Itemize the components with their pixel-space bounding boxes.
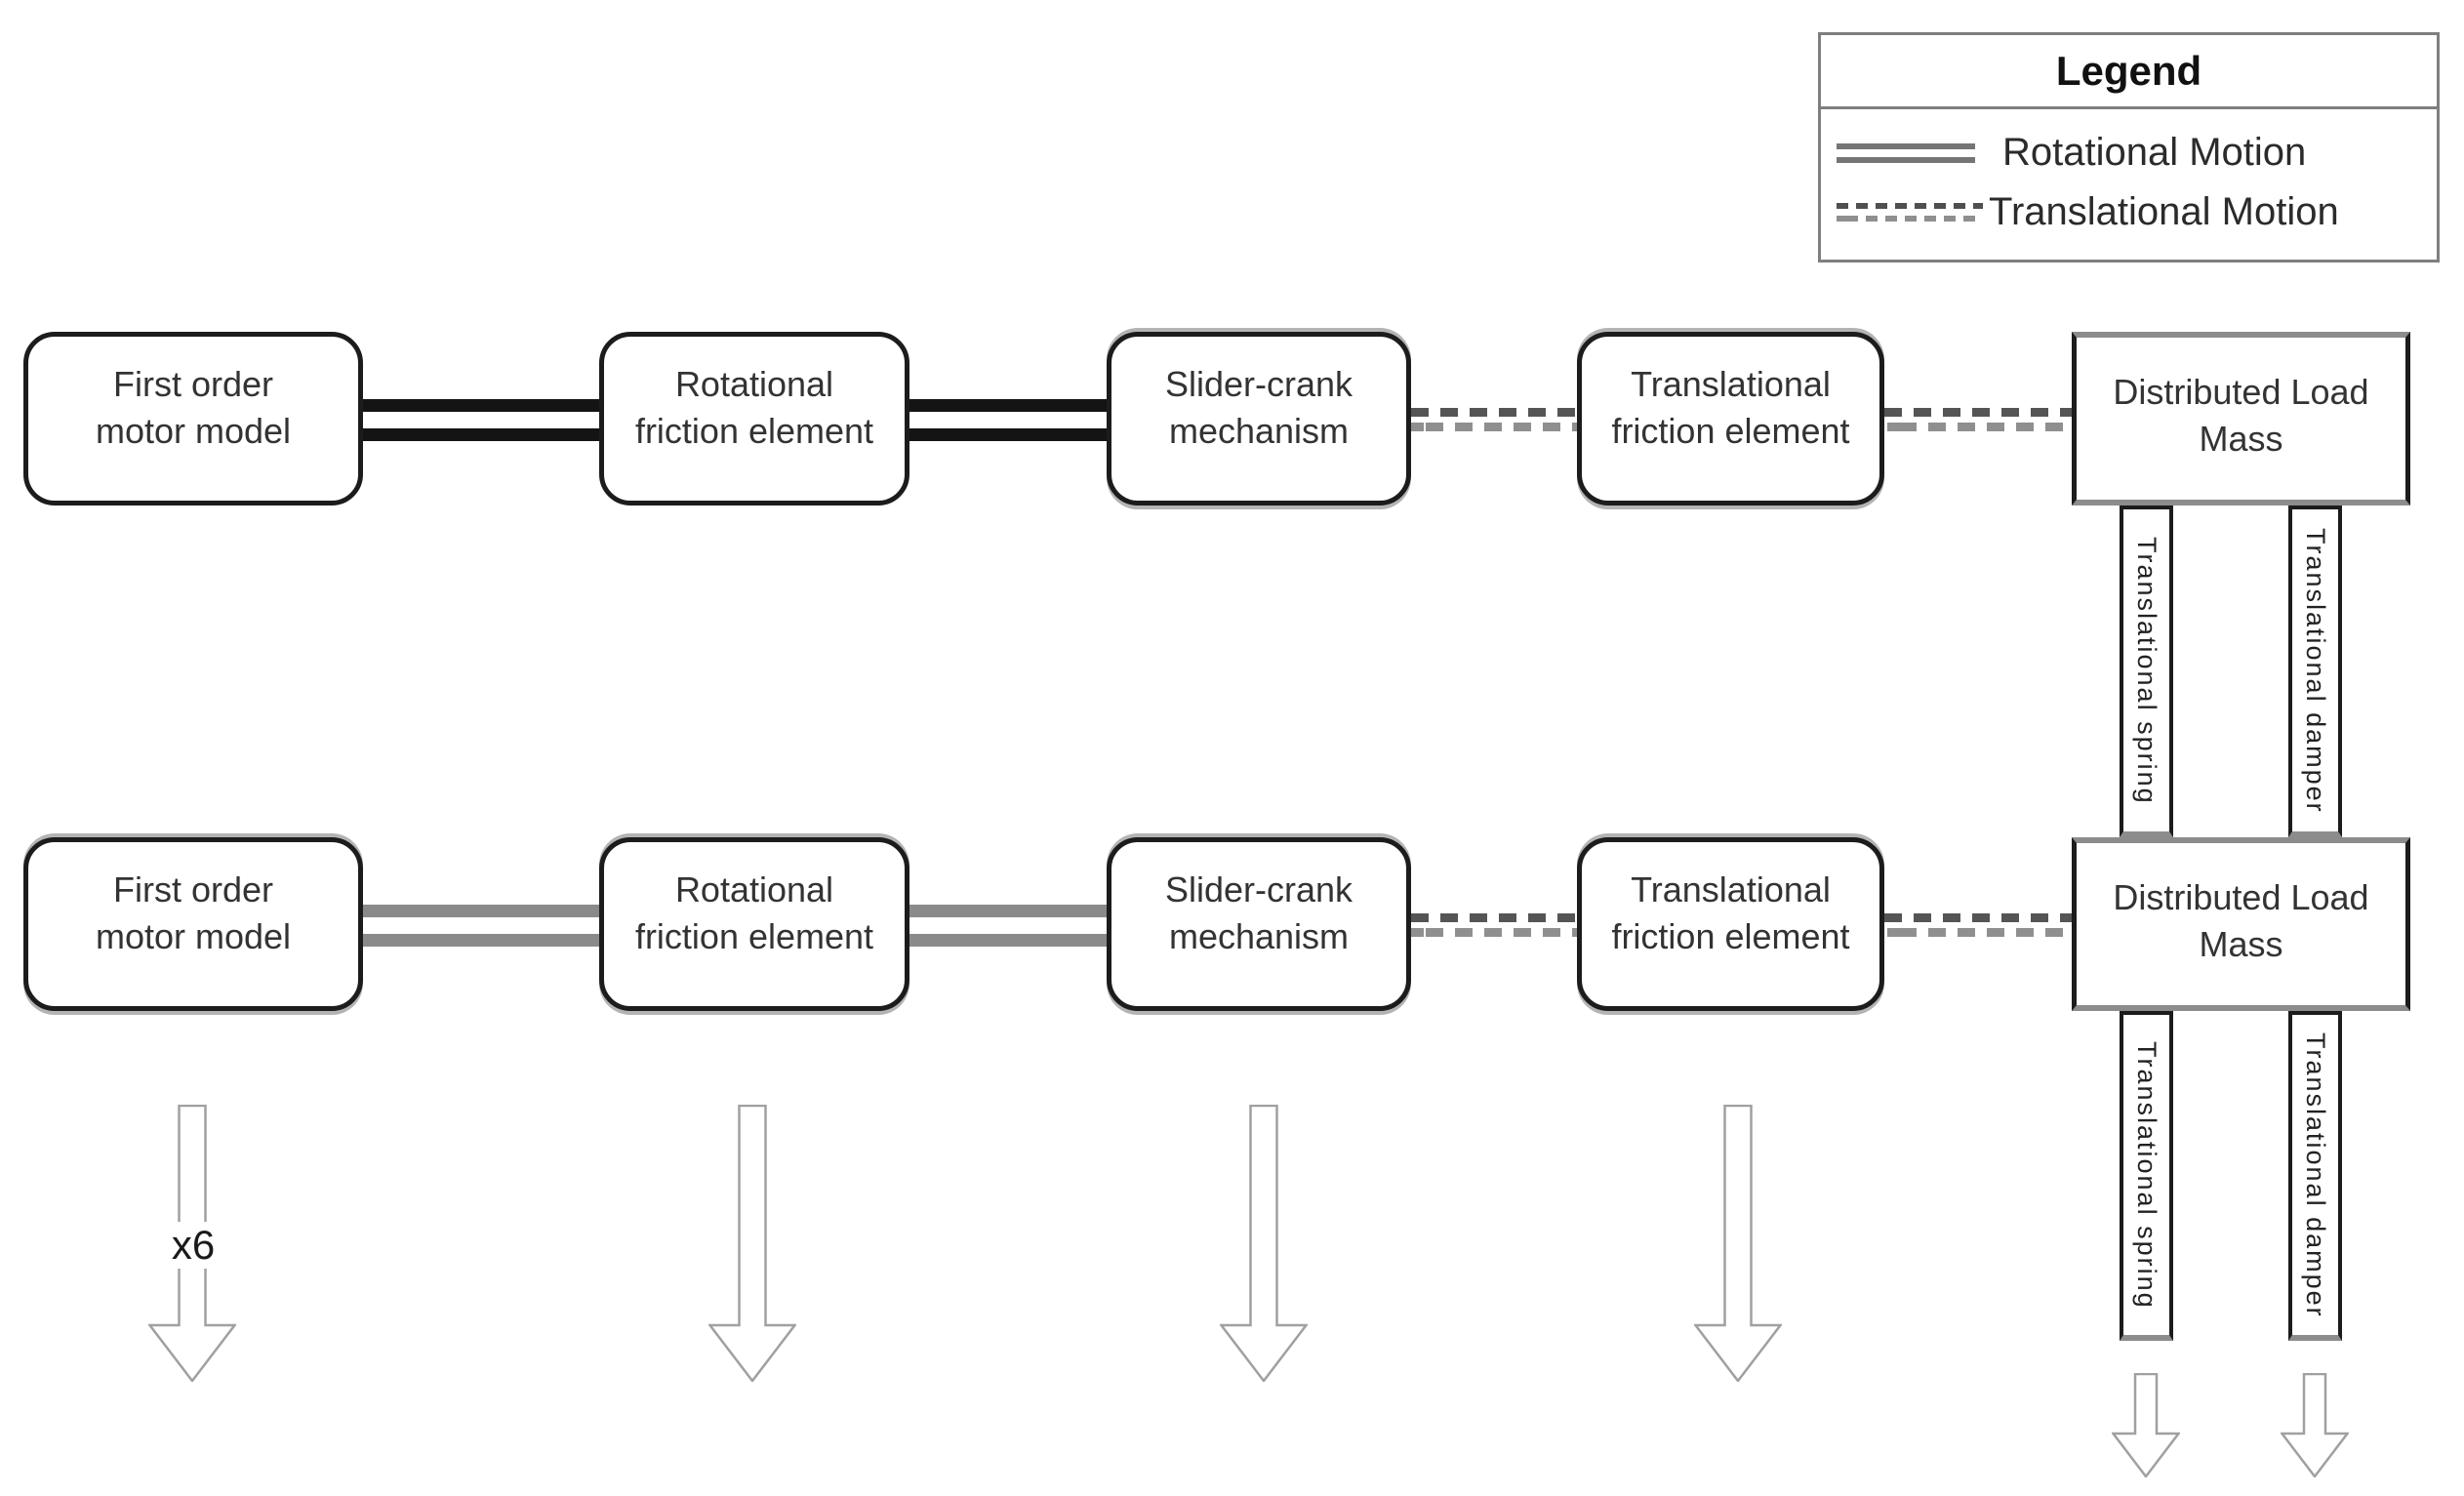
translational-damper-bar-top: Translational damper	[2288, 505, 2342, 837]
connector-rotational-row2-motor-friction	[363, 905, 599, 947]
block-distributed-load-mass-row2: Distributed Load Mass	[2072, 837, 2410, 1011]
legend-items: Rotational Motion Translational Motion	[1821, 109, 2437, 260]
connector-rotational-row1-friction-slider	[909, 399, 1107, 441]
block-label: Translational friction element	[1611, 869, 1850, 956]
rotational-motion-line-icon	[1837, 142, 1975, 163]
vbar-label: Translational damper	[2301, 527, 2330, 814]
block-rotational-friction-element-row1: Rotational friction element	[599, 332, 909, 505]
block-slider-crank-mechanism-row2: Slider-crank mechanism	[1107, 837, 1411, 1011]
legend-title: Legend	[1821, 35, 2437, 109]
connector-translational-row2-slider-friction	[1411, 913, 1577, 937]
block-translational-friction-element-row1: Translational friction element	[1577, 332, 1884, 505]
connector-translational-row1-friction-mass	[1884, 408, 2072, 431]
down-arrow-icon-slider-crank	[1220, 1105, 1308, 1382]
legend-item-translational: Translational Motion	[1837, 190, 2437, 234]
down-arrow-icon-spring-output	[2112, 1373, 2180, 1477]
connector-translational-row1-slider-friction	[1411, 408, 1577, 431]
block-label: Rotational friction element	[634, 364, 874, 451]
vbar-label: Translational spring	[2132, 1040, 2161, 1310]
block-first-order-motor-model-row1: First order motor model	[23, 332, 363, 505]
connector-translational-row2-friction-mass	[1884, 913, 2072, 937]
down-arrow-icon-translational-friction	[1694, 1105, 1782, 1382]
translational-spring-bar-top: Translational spring	[2120, 505, 2173, 837]
block-label: Rotational friction element	[634, 869, 874, 956]
connector-rotational-row2-friction-slider	[909, 905, 1107, 947]
block-label: Distributed Load Mass	[2113, 372, 2369, 459]
legend-item-label: Translational Motion	[1989, 190, 2339, 233]
block-label: Slider-crank mechanism	[1164, 364, 1353, 451]
legend: Legend Rotational Motion Translational M…	[1818, 32, 2440, 263]
block-rotational-friction-element-row2: Rotational friction element	[599, 837, 909, 1011]
vbar-label: Translational damper	[2301, 1031, 2330, 1318]
multiplier-label: x6	[144, 1222, 242, 1269]
block-label: Translational friction element	[1611, 364, 1850, 451]
translational-spring-bar-bottom: Translational spring	[2120, 1011, 2173, 1341]
block-label: First order motor model	[95, 364, 292, 451]
vbar-label: Translational spring	[2132, 536, 2161, 805]
block-slider-crank-mechanism-row1: Slider-crank mechanism	[1107, 332, 1411, 505]
down-arrow-icon-rotational-friction	[708, 1105, 796, 1382]
block-label: Slider-crank mechanism	[1164, 869, 1353, 956]
legend-item-rotational: Rotational Motion	[1837, 131, 2437, 175]
block-first-order-motor-model-row2: First order motor model	[23, 837, 363, 1011]
block-translational-friction-element-row2: Translational friction element	[1577, 837, 1884, 1011]
block-label: Distributed Load Mass	[2113, 877, 2369, 964]
legend-item-label: Rotational Motion	[2002, 131, 2307, 174]
block-label: First order motor model	[95, 869, 292, 956]
connector-rotational-row1-motor-friction	[363, 399, 599, 441]
block-distributed-load-mass-row1: Distributed Load Mass	[2072, 332, 2410, 505]
translational-motion-line-icon	[1837, 203, 1983, 222]
translational-damper-bar-bottom: Translational damper	[2288, 1011, 2342, 1341]
down-arrow-icon-damper-output	[2281, 1373, 2349, 1477]
